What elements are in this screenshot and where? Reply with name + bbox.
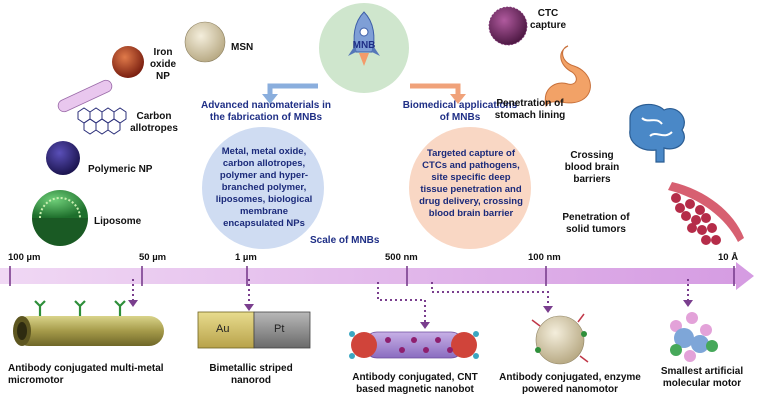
nanobot-caption: Antibody conjugated, CNT based magnetic …	[352, 372, 478, 395]
left-branch-arrowhead	[262, 94, 278, 104]
center-label: MNB	[352, 40, 376, 51]
tick-label: 50 µm	[139, 252, 167, 263]
molecular-motor-illustration	[670, 312, 718, 362]
right-branch-arrowhead	[450, 94, 466, 104]
brain-icon	[629, 103, 685, 163]
brain-label: Crossing blood brain barriers	[564, 150, 620, 185]
tick-label: 1 µm	[235, 252, 257, 263]
carbon-allotropes-label: Carbon allotropes	[130, 111, 178, 134]
left-circle-text: Metal, metal oxide, carbon allotropes, p…	[215, 146, 313, 229]
ctc-cell-icon	[488, 6, 528, 46]
scale-pointer-heads	[128, 300, 693, 329]
right-branch-title: Biomedical applications of MNBs	[402, 100, 518, 123]
stomach-icon	[544, 45, 591, 108]
nanorod-caption: Bimetallic striped nanorod	[209, 363, 293, 386]
nanomotor-illustration	[531, 313, 589, 365]
stomach-label: Penetration of stomach lining	[494, 98, 566, 121]
carbon-allotropes-icon	[57, 79, 127, 135]
micromotor-caption: Antibody conjugated multi-metal micromot…	[8, 363, 164, 386]
msn-particle-icon	[184, 21, 226, 63]
iron-oxide-particle-icon	[112, 46, 144, 78]
left-circle	[202, 127, 324, 249]
left-branch-arrow	[267, 83, 318, 96]
molecular-motor-caption: Smallest artificial molecular motor	[660, 366, 744, 389]
scale-ticks	[9, 266, 735, 286]
polymeric-particle-icon	[46, 141, 80, 175]
scale-bar	[0, 262, 754, 290]
tumor-label: Penetration of solid tumors	[562, 212, 630, 235]
polymeric-np-label: Polymeric NP	[88, 164, 153, 175]
msn-label: MSN	[231, 42, 254, 53]
scale-pointer-arrows	[132, 279, 689, 322]
scale-title: Scale of MNBs	[310, 235, 380, 246]
iron-oxide-label: Iron oxide NP	[149, 47, 177, 82]
tick-label: 100 nm	[528, 252, 561, 263]
right-circle	[409, 127, 531, 249]
liposome-label: Liposome	[94, 216, 142, 227]
tumor-icon	[668, 182, 744, 245]
rocket-icon	[348, 11, 380, 66]
nanobot-illustration	[349, 331, 479, 359]
tick-label: 500 nm	[385, 252, 418, 263]
nanorod-illustration	[197, 311, 311, 349]
micromotor-illustration	[13, 300, 164, 346]
left-branch-title: Advanced nanomaterials in the fabricatio…	[200, 100, 332, 123]
liposome-icon	[32, 190, 88, 246]
tick-label: 100 µm	[8, 252, 41, 263]
right-circle-text: Targeted capture of CTCs and pathogens, …	[419, 148, 523, 219]
ctc-capture-label: CTC capture	[529, 8, 567, 31]
tick-label: 10 Å	[718, 252, 739, 263]
right-branch-arrow	[410, 83, 461, 96]
pt-label: Pt	[274, 323, 285, 335]
nanomotor-caption: Antibody conjugated, enzyme powered nano…	[499, 372, 641, 395]
au-label: Au	[216, 323, 230, 335]
